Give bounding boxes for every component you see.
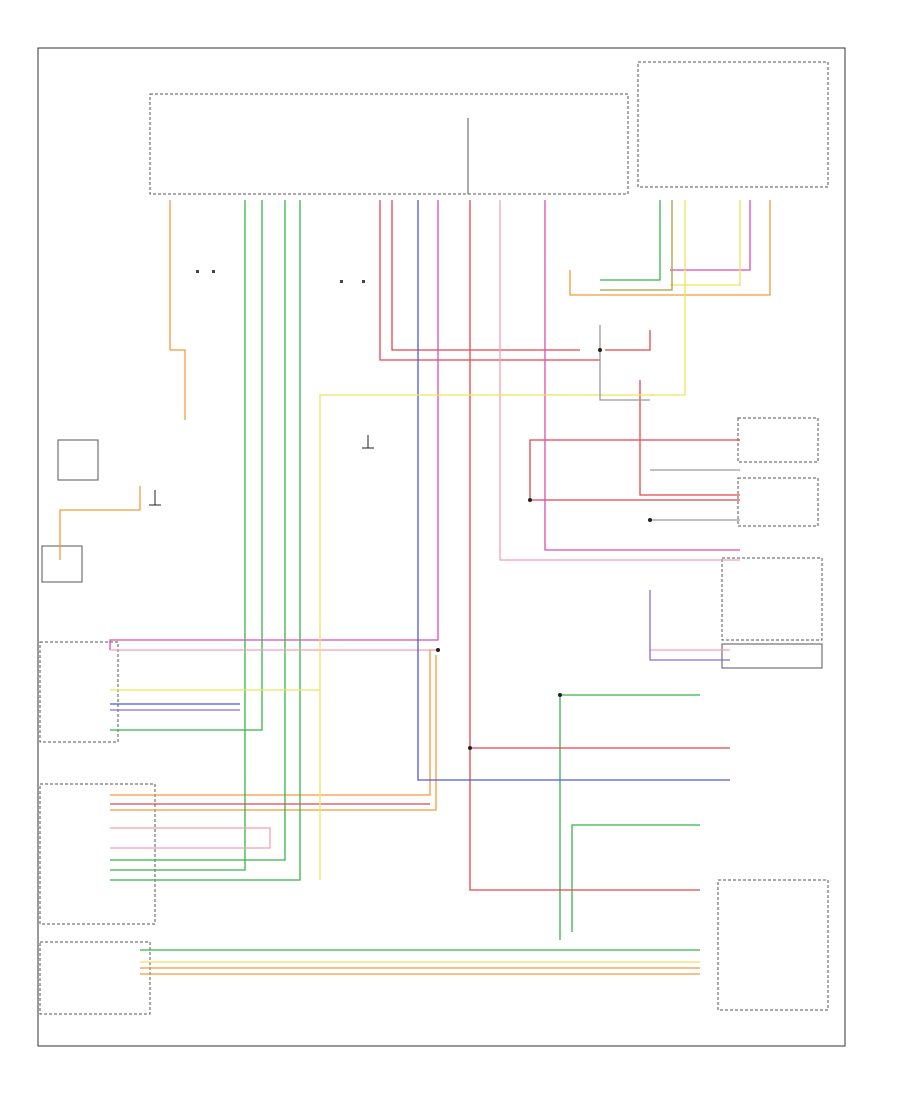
wire-orange-2 <box>59 486 141 560</box>
wire-green-4 <box>110 200 301 881</box>
wire-orange-5 <box>569 200 771 296</box>
wire-gray-1 <box>599 325 650 401</box>
wire-blue-1 <box>417 200 730 781</box>
wire-green-3 <box>110 200 286 861</box>
left-tail-lamp-box <box>737 477 819 527</box>
wire-orange-4 <box>110 655 437 811</box>
wire-red-1 <box>379 200 600 361</box>
rear-lamp-module-box <box>721 557 823 641</box>
left-front-lamp-module-box <box>39 641 119 743</box>
wire-violet-1 <box>649 590 730 661</box>
diagram-frame <box>37 47 846 1047</box>
license-lamp-box <box>721 643 823 669</box>
wire-orange-1 <box>169 200 186 420</box>
wire-magenta-3 <box>670 200 751 271</box>
wire-red-3 <box>469 200 700 891</box>
splice-3 <box>598 348 602 352</box>
left-front-fog-lamp-box <box>41 545 83 583</box>
wire-green-1 <box>110 200 246 871</box>
splice-6 <box>558 693 562 697</box>
wire-green-7 <box>571 824 700 932</box>
wire-pink-3 <box>110 827 271 849</box>
connector-mark-4 <box>362 280 365 283</box>
wire-yellow-1 <box>319 200 686 880</box>
splice-5 <box>528 498 532 502</box>
wire-pink-1 <box>499 200 740 561</box>
connector-mark-1 <box>196 270 199 273</box>
right-front-lamp-module-box <box>39 783 156 925</box>
wire-red-6 <box>639 380 740 496</box>
wire-red-9 <box>605 330 651 351</box>
wire-magenta-1 <box>109 200 439 650</box>
wire-olive-1 <box>600 200 673 291</box>
headlamp-switch-box <box>637 61 829 188</box>
body-control-module-box <box>149 93 629 195</box>
wire-yellow-4 <box>670 200 741 286</box>
data-link-connector-box <box>39 941 151 1015</box>
wire-red-4 <box>529 439 740 500</box>
splice-1 <box>436 648 440 652</box>
connector-mark-2 <box>212 270 215 273</box>
right-tail-lamp-box <box>737 417 819 463</box>
right-front-fog-lamp-box <box>57 439 99 481</box>
wire-green-5 <box>600 200 661 281</box>
splice-2 <box>468 746 472 750</box>
splice-4 <box>648 518 652 522</box>
wire-green-6 <box>559 694 700 940</box>
clockspring-box <box>717 879 829 1011</box>
wire-magenta-2 <box>544 200 740 551</box>
wire-green-2 <box>110 200 263 731</box>
wire-red-2 <box>391 200 580 351</box>
connector-mark-3 <box>340 280 343 283</box>
wire-orange-3 <box>110 649 440 796</box>
